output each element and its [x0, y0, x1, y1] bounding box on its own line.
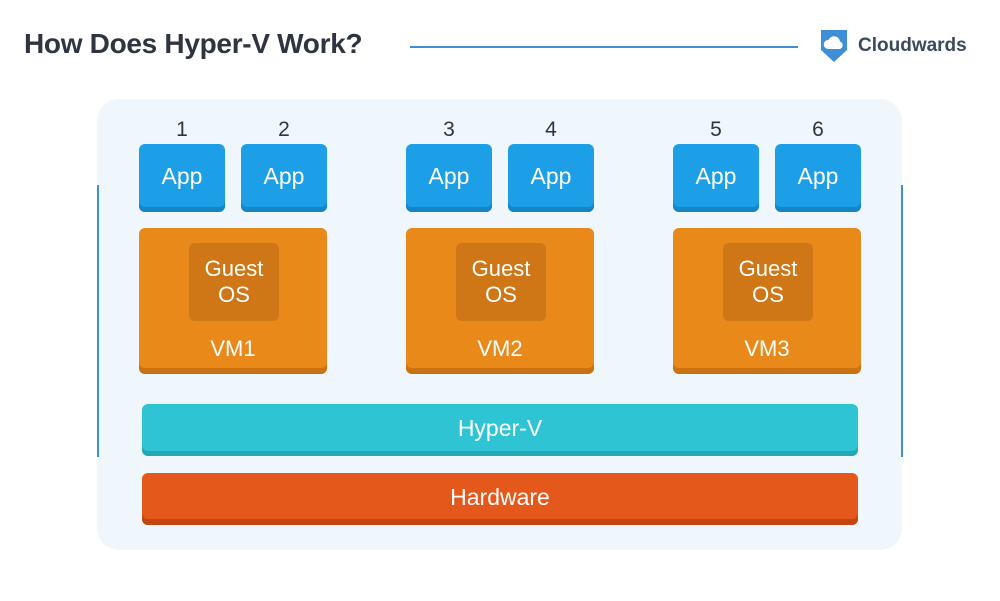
app-number-3: 3 [443, 118, 455, 141]
page-title: How Does Hyper-V Work? [24, 28, 363, 59]
app-box-6: App [775, 144, 861, 212]
vm-label: VM1 [210, 336, 256, 361]
cloud-shield-icon [821, 30, 847, 62]
vm-box-1: Guest OS VM1 [139, 228, 327, 374]
guest-os-box: Guest OS [456, 243, 546, 321]
guest-os-label: Guest [204, 256, 264, 281]
guest-os-box: Guest OS [189, 243, 279, 321]
guest-os-box: Guest OS [723, 243, 813, 321]
app-box-1: App [139, 144, 225, 212]
vm-label: VM3 [744, 336, 790, 361]
app-box-3: App [406, 144, 492, 212]
app-number-5: 5 [710, 118, 722, 141]
app-number-4: 4 [545, 118, 557, 141]
guest-os-label: OS [485, 282, 517, 307]
brand-logo-group[interactable]: Cloudwards [818, 28, 967, 64]
app-box-5: App [673, 144, 759, 212]
vm-box-3: Guest OS VM3 [673, 228, 861, 374]
vm-box-2: Guest OS VM2 [406, 228, 594, 374]
hardware-layer: Hardware [142, 473, 858, 525]
title-divider [410, 46, 798, 48]
app-number-6: 6 [812, 118, 824, 141]
guest-os-label: Guest [738, 256, 798, 281]
guest-os-label: Guest [471, 256, 531, 281]
hyperv-layer: Hyper-V [142, 404, 858, 456]
guest-os-label: OS [752, 282, 784, 307]
guest-os-label: OS [218, 282, 250, 307]
panel-left-border-line [97, 185, 99, 457]
vm-label: VM2 [477, 336, 523, 361]
app-box-4: App [508, 144, 594, 212]
app-box-2: App [241, 144, 327, 212]
app-number-1: 1 [176, 118, 188, 141]
app-number-2: 2 [278, 118, 290, 141]
brand-name: Cloudwards [858, 35, 967, 56]
panel-right-border-line [901, 185, 903, 457]
